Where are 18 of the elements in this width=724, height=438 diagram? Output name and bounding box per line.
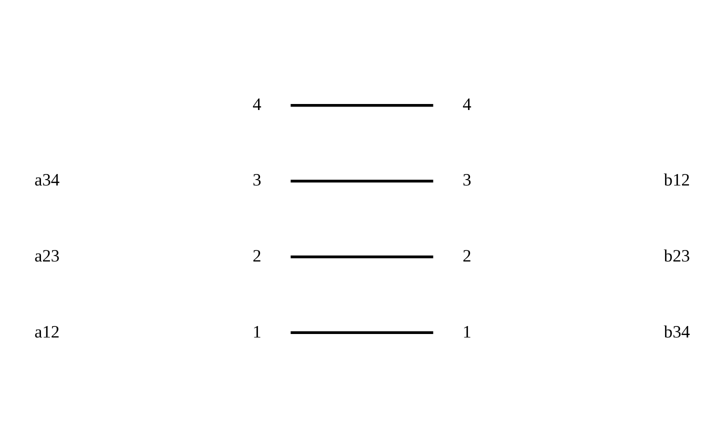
label: b12 (664, 170, 690, 190)
label: a23 (34, 246, 60, 266)
node-text: 4 (462, 94, 472, 114)
node-text: 3 (462, 170, 472, 190)
label: b23 (664, 246, 690, 266)
node-text: 2 (462, 246, 472, 266)
node-text: 1 (462, 322, 472, 342)
label: a12 (34, 322, 60, 342)
node-text: 3 (252, 170, 262, 190)
connector (290, 104, 434, 107)
connector (290, 331, 434, 334)
connector (290, 180, 434, 182)
connector (290, 256, 434, 258)
node-text: 1 (252, 322, 262, 342)
node-text: 4 (252, 94, 262, 114)
label: a34 (34, 170, 60, 190)
node-text: 2 (252, 246, 262, 266)
label: b34 (664, 322, 690, 342)
